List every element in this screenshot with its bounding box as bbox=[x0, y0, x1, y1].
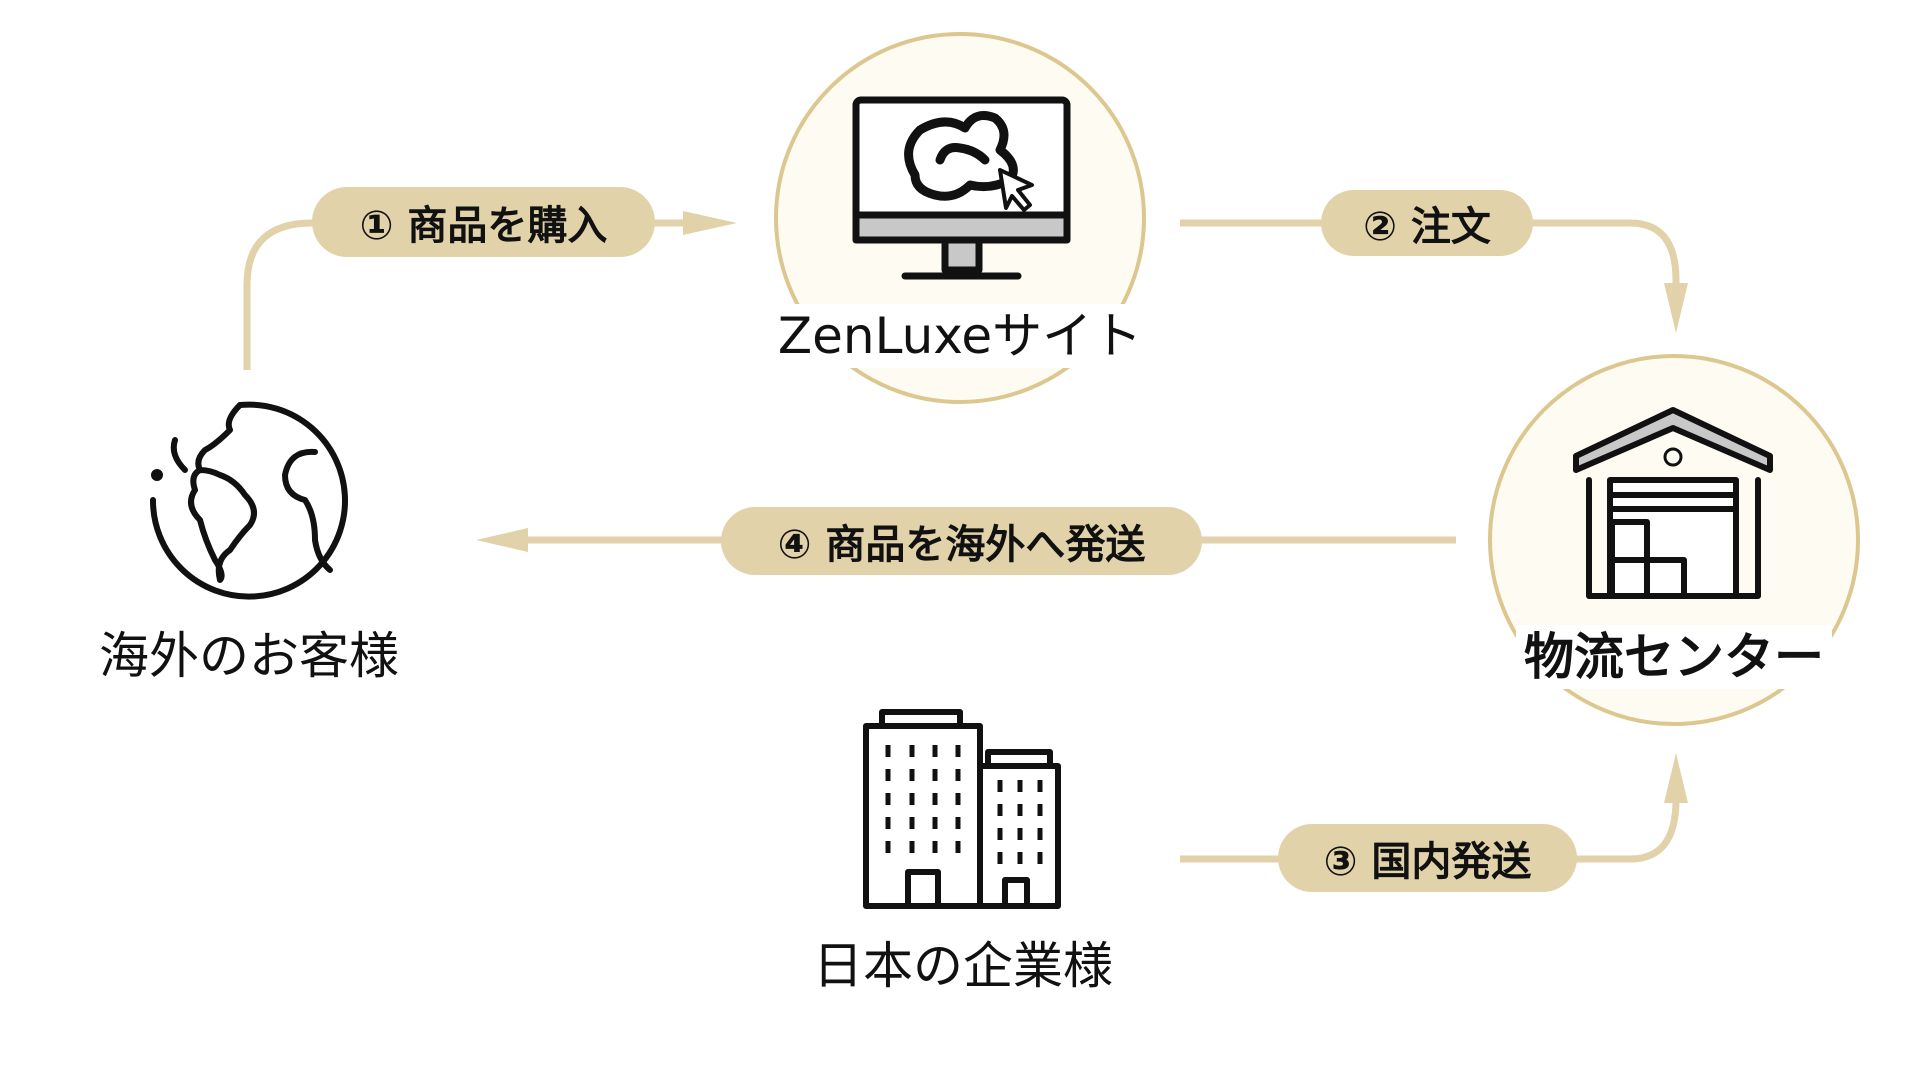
step-pill-overseas-shipping: ④ 商品を海外へ発送 bbox=[721, 507, 1202, 575]
buildings-icon bbox=[863, 709, 1061, 909]
warehouse-icon bbox=[1573, 407, 1773, 599]
step-pill-domestic-shipping: ③ 国内発送 bbox=[1278, 824, 1577, 892]
step-pill-purchase: ① 商品を購入 bbox=[312, 187, 655, 257]
arrowhead-step1 bbox=[683, 211, 737, 235]
monitor-icon bbox=[852, 96, 1071, 280]
globe-icon bbox=[149, 401, 348, 600]
overseas-customer-label: 海外のお客様 bbox=[91, 624, 407, 688]
arrowhead-step2 bbox=[1664, 283, 1688, 333]
arrowhead-step3 bbox=[1664, 753, 1688, 803]
site-label: ZenLuxeサイト bbox=[769, 304, 1151, 368]
flow-line-step2 bbox=[1180, 219, 1680, 300]
japanese-company-label: 日本の企業様 bbox=[805, 934, 1121, 998]
flow-line-step1 bbox=[243, 219, 690, 370]
warehouse-label: 物流センター bbox=[1516, 625, 1832, 689]
flow-line-step3 bbox=[1180, 790, 1680, 863]
step-pill-order: ② 注文 bbox=[1321, 190, 1533, 256]
arrowhead-step4 bbox=[476, 528, 528, 552]
